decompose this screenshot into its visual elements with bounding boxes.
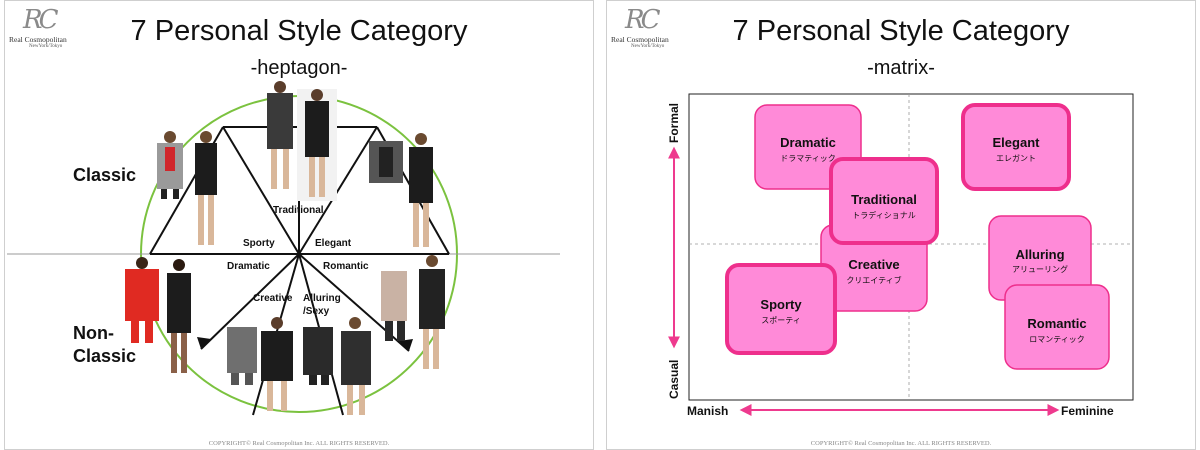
label-creative: Creative bbox=[253, 293, 293, 304]
page-subtitle: -heptagon- bbox=[250, 57, 348, 79]
style-name: Sporty bbox=[760, 297, 802, 312]
copyright-footer: COPYRIGHT© Real Cosmopolitan Inc. ALL RI… bbox=[208, 440, 390, 447]
label-sporty: Sporty bbox=[243, 238, 275, 249]
page-title: 7 Personal Style Category bbox=[130, 15, 468, 47]
arrowhead bbox=[197, 337, 211, 349]
axis-label-casual: Casual bbox=[667, 360, 681, 399]
style-name-jp: アリューリング bbox=[1012, 264, 1068, 274]
group-nonclassic-label-2: Classic bbox=[73, 346, 136, 366]
style-box-traditional: Traditional トラディショナル bbox=[829, 157, 939, 245]
outfit-photo bbox=[409, 133, 433, 247]
logo-monogram: RC bbox=[625, 5, 661, 35]
copyright-footer: COPYRIGHT© Real Cosmopolitan Inc. ALL RI… bbox=[810, 440, 992, 447]
style-name-jp: ロマンティック bbox=[1029, 335, 1085, 344]
style-name-jp: エレガント bbox=[996, 153, 1036, 163]
style-box-sporty: Sporty スポーティ bbox=[725, 263, 837, 355]
brand-logo: RC Real Cosmopolitan NewYork/Tokyo bbox=[9, 5, 79, 49]
style-name: Traditional bbox=[851, 192, 917, 207]
style-name: Dramatic bbox=[780, 135, 836, 150]
axis-label-manish: Manish bbox=[687, 404, 728, 418]
axis-label-feminine: Feminine bbox=[1061, 404, 1114, 418]
label-dramatic: Dramatic bbox=[227, 261, 270, 272]
outfit-photo bbox=[303, 327, 333, 385]
arrowhead bbox=[399, 339, 413, 351]
outfit-photo bbox=[167, 259, 191, 373]
style-name-jp: スポーティ bbox=[761, 316, 801, 325]
group-classic-label: Classic bbox=[73, 165, 136, 185]
outfit-photo bbox=[267, 81, 293, 189]
label-romantic: Romantic bbox=[323, 261, 369, 272]
label-elegant: Elegant bbox=[315, 238, 352, 249]
style-box-elegant: Elegant エレガント bbox=[961, 103, 1071, 191]
outfit-photo bbox=[341, 317, 371, 415]
style-name: Elegant bbox=[993, 135, 1041, 150]
outfit-photo bbox=[125, 257, 159, 343]
logo-monogram: RC bbox=[23, 5, 59, 35]
outfit-photo bbox=[157, 131, 183, 199]
outfit-photo bbox=[297, 89, 337, 201]
heptagon-diagram: Classic Non- Classic Traditional Sporty … bbox=[7, 81, 560, 416]
axis-label-formal: Formal bbox=[667, 103, 681, 143]
style-name: Alluring bbox=[1015, 247, 1064, 262]
style-name-jp: クリエイティブ bbox=[846, 275, 901, 285]
style-matrix: Formal Casual Manish Feminine Dramatic ド… bbox=[667, 93, 1134, 418]
outfit-photo bbox=[419, 255, 445, 369]
brand-logo: RC Real Cosmopolitan NewYork/Tokyo bbox=[611, 5, 681, 49]
fashion-photos bbox=[125, 81, 445, 415]
logo-name: Real Cosmopolitan bbox=[9, 35, 67, 44]
label-traditional: Traditional bbox=[273, 205, 324, 216]
logo-city: NewYork/Tokyo bbox=[29, 44, 63, 49]
style-box-romantic: Romantic ロマンティック bbox=[1004, 284, 1110, 370]
logo-city: NewYork/Tokyo bbox=[631, 44, 665, 49]
label-alluring-1: Alluring bbox=[303, 293, 341, 304]
group-nonclassic-label-1: Non- bbox=[73, 323, 114, 343]
style-name: Creative bbox=[848, 257, 899, 272]
heptagon-slide: RC Real Cosmopolitan NewYork/Tokyo 7 Per… bbox=[4, 0, 594, 450]
page-subtitle: -matrix- bbox=[867, 57, 935, 79]
style-name: Romantic bbox=[1027, 316, 1086, 331]
outfit-photo bbox=[369, 141, 403, 183]
label-alluring-2: /Sexy bbox=[303, 306, 330, 317]
logo-name: Real Cosmopolitan bbox=[611, 35, 669, 44]
outfit-photo bbox=[261, 317, 293, 411]
outfit-photo bbox=[227, 327, 257, 385]
page-title: 7 Personal Style Category bbox=[732, 15, 1070, 47]
matrix-slide: RC Real Cosmopolitan NewYork/Tokyo 7 Per… bbox=[606, 0, 1196, 450]
style-name-jp: ドラマティック bbox=[780, 154, 836, 163]
style-name-jp: トラディショナル bbox=[852, 210, 915, 220]
outfit-photo bbox=[195, 131, 217, 245]
outfit-photo bbox=[381, 271, 407, 341]
